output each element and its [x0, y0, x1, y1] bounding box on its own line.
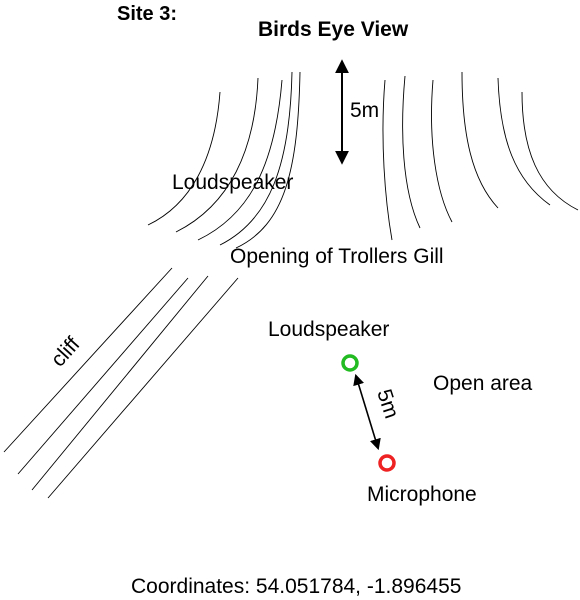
cliff-lines	[3, 267, 239, 499]
cliff-label: cliff	[47, 333, 85, 372]
distance-label-top: 5m	[350, 99, 379, 122]
microphone-label: Microphone	[367, 483, 477, 506]
microphone-marker	[378, 454, 396, 472]
loudspeaker-label-top: Loudspeaker	[172, 171, 293, 194]
gorge-right-wall	[382, 71, 579, 241]
loudspeaker-label-bottom: Loudspeaker	[268, 318, 389, 341]
distance-arrow-bottom	[353, 373, 381, 451]
site-label: Site 3:	[117, 3, 177, 25]
gorge-left-wall	[147, 71, 301, 249]
distance-label-bottom: 5m	[372, 386, 403, 421]
coordinates-text: Coordinates: 54.051784, -1.896455	[131, 575, 461, 598]
loudspeaker-marker	[341, 354, 359, 372]
opening-label: Opening of Trollers Gill	[230, 245, 444, 268]
open-area-label: Open area	[433, 372, 533, 395]
view-title: Birds Eye View	[258, 18, 409, 41]
